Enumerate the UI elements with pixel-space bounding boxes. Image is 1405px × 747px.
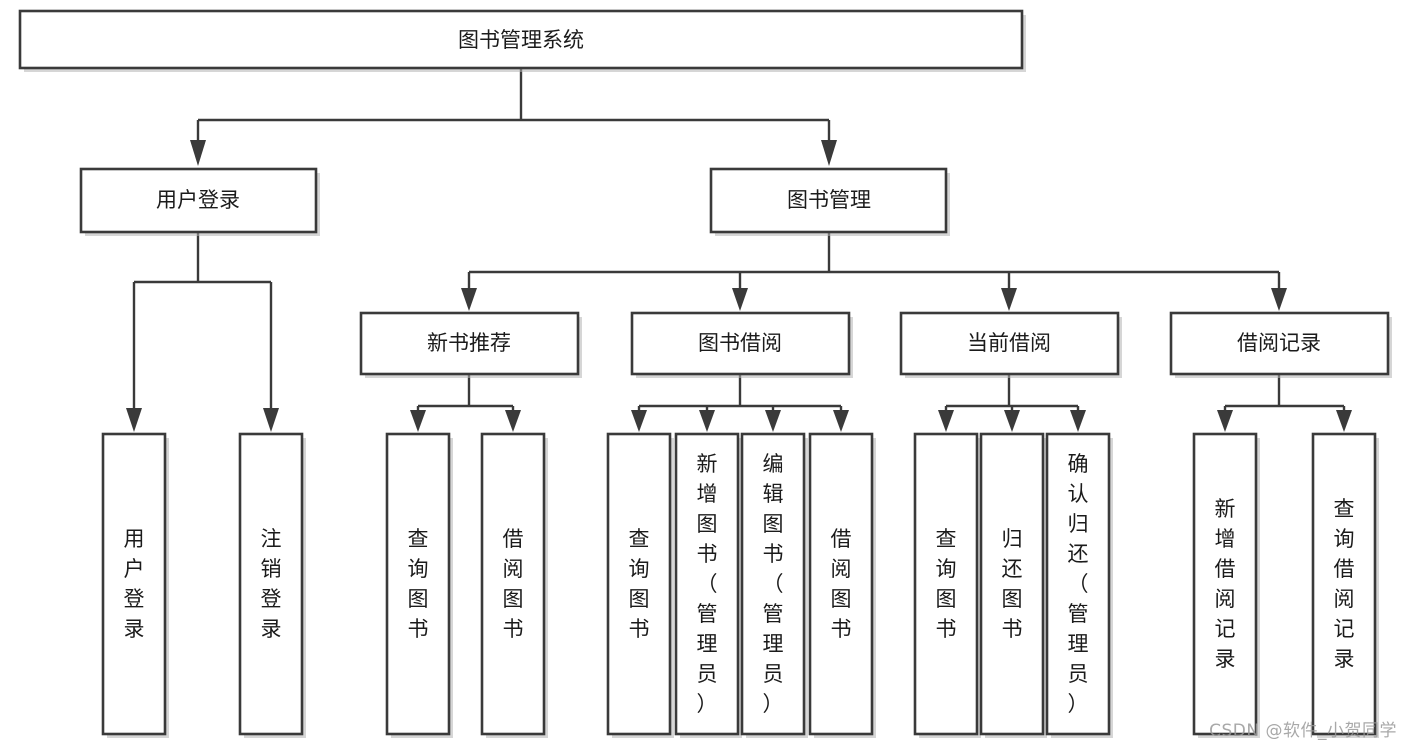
arrowhead-leaf-user-login (126, 408, 142, 432)
node-leaf-confirm-return-label: 确认归还（管理员） (1068, 452, 1089, 716)
node-leaf-user-logout-box (238, 432, 304, 736)
node-book-management-box (709, 167, 948, 234)
node-leaf-add-book-box (674, 432, 740, 736)
node-user-login-label: 用户登录 (156, 188, 240, 212)
node-leaf-confirm-return-box (1045, 432, 1111, 736)
arrowhead-user-login (190, 140, 206, 166)
arrowhead-leaf-query-book-1 (410, 410, 426, 432)
node-leaf-query-record-label: 查询借阅记录 (1334, 497, 1355, 671)
node-book-management-label: 图书管理 (787, 188, 871, 212)
node-leaf-return-book[interactable]: 归还图书 (979, 432, 1047, 738)
arrowhead-leaf-confirm-return (1070, 410, 1086, 432)
connector-layer (126, 68, 1352, 432)
node-leaf-query-book-3[interactable]: 查询图书 (913, 432, 981, 738)
node-leaf-query-book-2-box (606, 432, 672, 736)
node-leaf-add-record-label: 新增借阅记录 (1215, 497, 1236, 671)
arrowhead-borrow-record (1271, 288, 1287, 311)
node-borrow-record-label: 借阅记录 (1237, 331, 1321, 355)
node-leaf-query-book-3-label: 查询图书 (936, 527, 957, 641)
node-leaf-borrow-book-2-box (808, 432, 874, 736)
node-new-book-recommend-box (359, 311, 580, 376)
node-current-borrow-box (899, 311, 1120, 376)
node-leaf-query-book-3-box (913, 432, 979, 736)
arrowhead-leaf-borrow-book-2 (833, 410, 849, 432)
node-leaf-borrow-book-1-label: 借阅图书 (503, 527, 524, 641)
node-book-borrow-box (630, 311, 851, 376)
node-leaf-user-logout-label: 注销登录 (261, 527, 282, 641)
node-leaf-add-record-box (1192, 432, 1258, 736)
node-leaf-query-book-1-label: 查询图书 (408, 527, 429, 641)
node-leaf-query-book-2[interactable]: 查询图书 (606, 432, 674, 738)
node-leaf-return-book-box (979, 432, 1045, 736)
node-current-borrow[interactable]: 当前借阅 (899, 311, 1122, 378)
node-leaf-query-record-box (1311, 432, 1377, 736)
arrowhead-book-borrow (732, 288, 748, 311)
node-borrow-record-box (1169, 311, 1390, 376)
node-leaf-edit-book-label: 编辑图书（管理员） (763, 452, 784, 716)
node-root-box (18, 9, 1024, 70)
node-leaf-query-record[interactable]: 查询借阅记录 (1311, 432, 1379, 738)
node-leaf-confirm-return[interactable]: 确认归还（管理员） (1045, 432, 1113, 738)
arrowhead-current-borrow (1001, 288, 1017, 311)
arrowhead-leaf-add-book (699, 410, 715, 432)
node-leaf-edit-book[interactable]: 编辑图书（管理员） (740, 432, 808, 738)
node-book-borrow[interactable]: 图书借阅 (630, 311, 853, 378)
node-leaf-query-book-1[interactable]: 查询图书 (385, 432, 453, 738)
node-leaf-user-login-box (101, 432, 167, 736)
arrowhead-leaf-query-record (1336, 410, 1352, 432)
node-leaf-add-book[interactable]: 新增图书（管理员） (674, 432, 742, 738)
node-leaf-user-login[interactable]: 用户登录 (101, 432, 169, 738)
arrowhead-leaf-query-book-3 (938, 410, 954, 432)
node-book-management[interactable]: 图书管理 (709, 167, 950, 236)
node-root-label: 图书管理系统 (458, 28, 584, 52)
arrowhead-leaf-user-logout (263, 408, 279, 432)
node-leaf-query-book-1-box (385, 432, 451, 736)
arrowhead-leaf-return-book (1004, 410, 1020, 432)
arrowhead-book-management (821, 140, 837, 166)
node-leaf-add-record[interactable]: 新增借阅记录 (1192, 432, 1260, 738)
arrowhead-leaf-add-record (1217, 410, 1233, 432)
node-leaf-edit-book-box (740, 432, 806, 736)
node-leaf-user-login-label: 用户登录 (124, 527, 145, 641)
node-current-borrow-label: 当前借阅 (967, 331, 1051, 355)
node-leaf-borrow-book-1[interactable]: 借阅图书 (480, 432, 548, 738)
node-leaf-borrow-book-2[interactable]: 借阅图书 (808, 432, 876, 738)
node-leaf-borrow-book-1-box (480, 432, 546, 736)
node-leaf-user-logout[interactable]: 注销登录 (238, 432, 306, 738)
node-leaf-return-book-label: 归还图书 (1002, 527, 1023, 641)
arrowhead-leaf-borrow-book-1 (505, 410, 521, 432)
node-new-book-recommend[interactable]: 新书推荐 (359, 311, 582, 378)
node-leaf-add-book-label: 新增图书（管理员） (697, 452, 718, 716)
node-new-book-recommend-label: 新书推荐 (427, 331, 511, 355)
arrowhead-new-book-recommend (461, 288, 477, 311)
node-user-login-box (79, 167, 318, 234)
arrowhead-leaf-query-book-2 (631, 410, 647, 432)
node-root[interactable]: 图书管理系统 (18, 9, 1026, 72)
arrowhead-leaf-edit-book (765, 410, 781, 432)
node-user-login[interactable]: 用户登录 (79, 167, 320, 236)
node-leaf-borrow-book-2-label: 借阅图书 (831, 527, 852, 641)
node-leaf-query-book-2-label: 查询图书 (629, 527, 650, 641)
node-book-borrow-label: 图书借阅 (698, 331, 782, 355)
node-borrow-record[interactable]: 借阅记录 (1169, 311, 1392, 378)
